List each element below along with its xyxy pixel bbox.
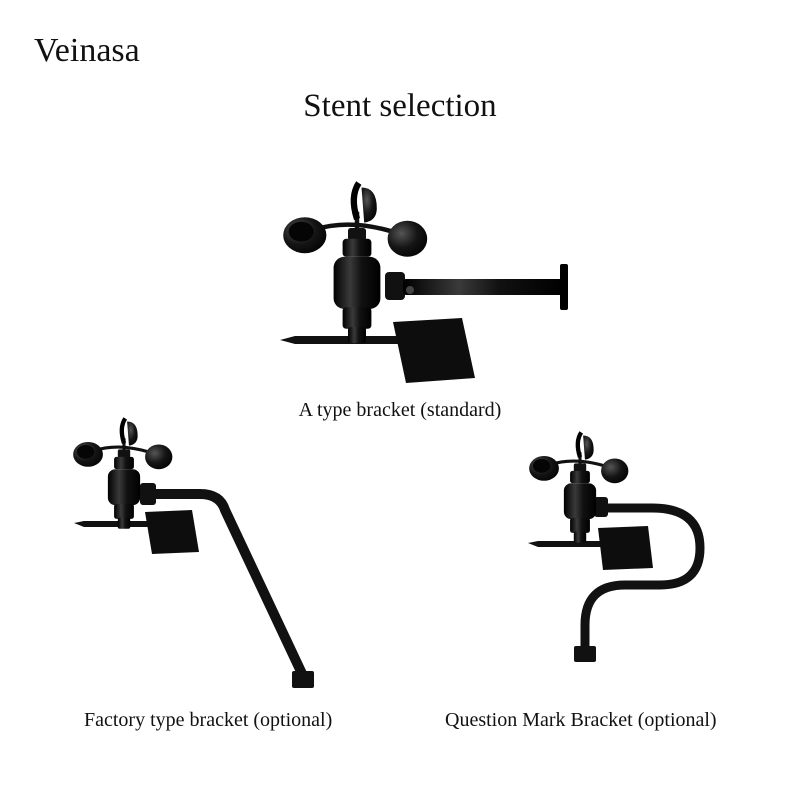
page-title: Stent selection <box>303 88 497 124</box>
question-mark-bracket-caption: Question Mark Bracket (optional) <box>445 709 717 731</box>
factory-bracket-illustration <box>73 418 314 688</box>
factory-bracket-caption: Factory type bracket (optional) <box>84 709 333 731</box>
a-type-bracket-illustration <box>280 183 568 383</box>
brand-name: Veinasa <box>34 32 140 69</box>
question-mark-bracket-illustration <box>528 432 705 662</box>
a-type-bracket-caption: A type bracket (standard) <box>298 399 502 421</box>
